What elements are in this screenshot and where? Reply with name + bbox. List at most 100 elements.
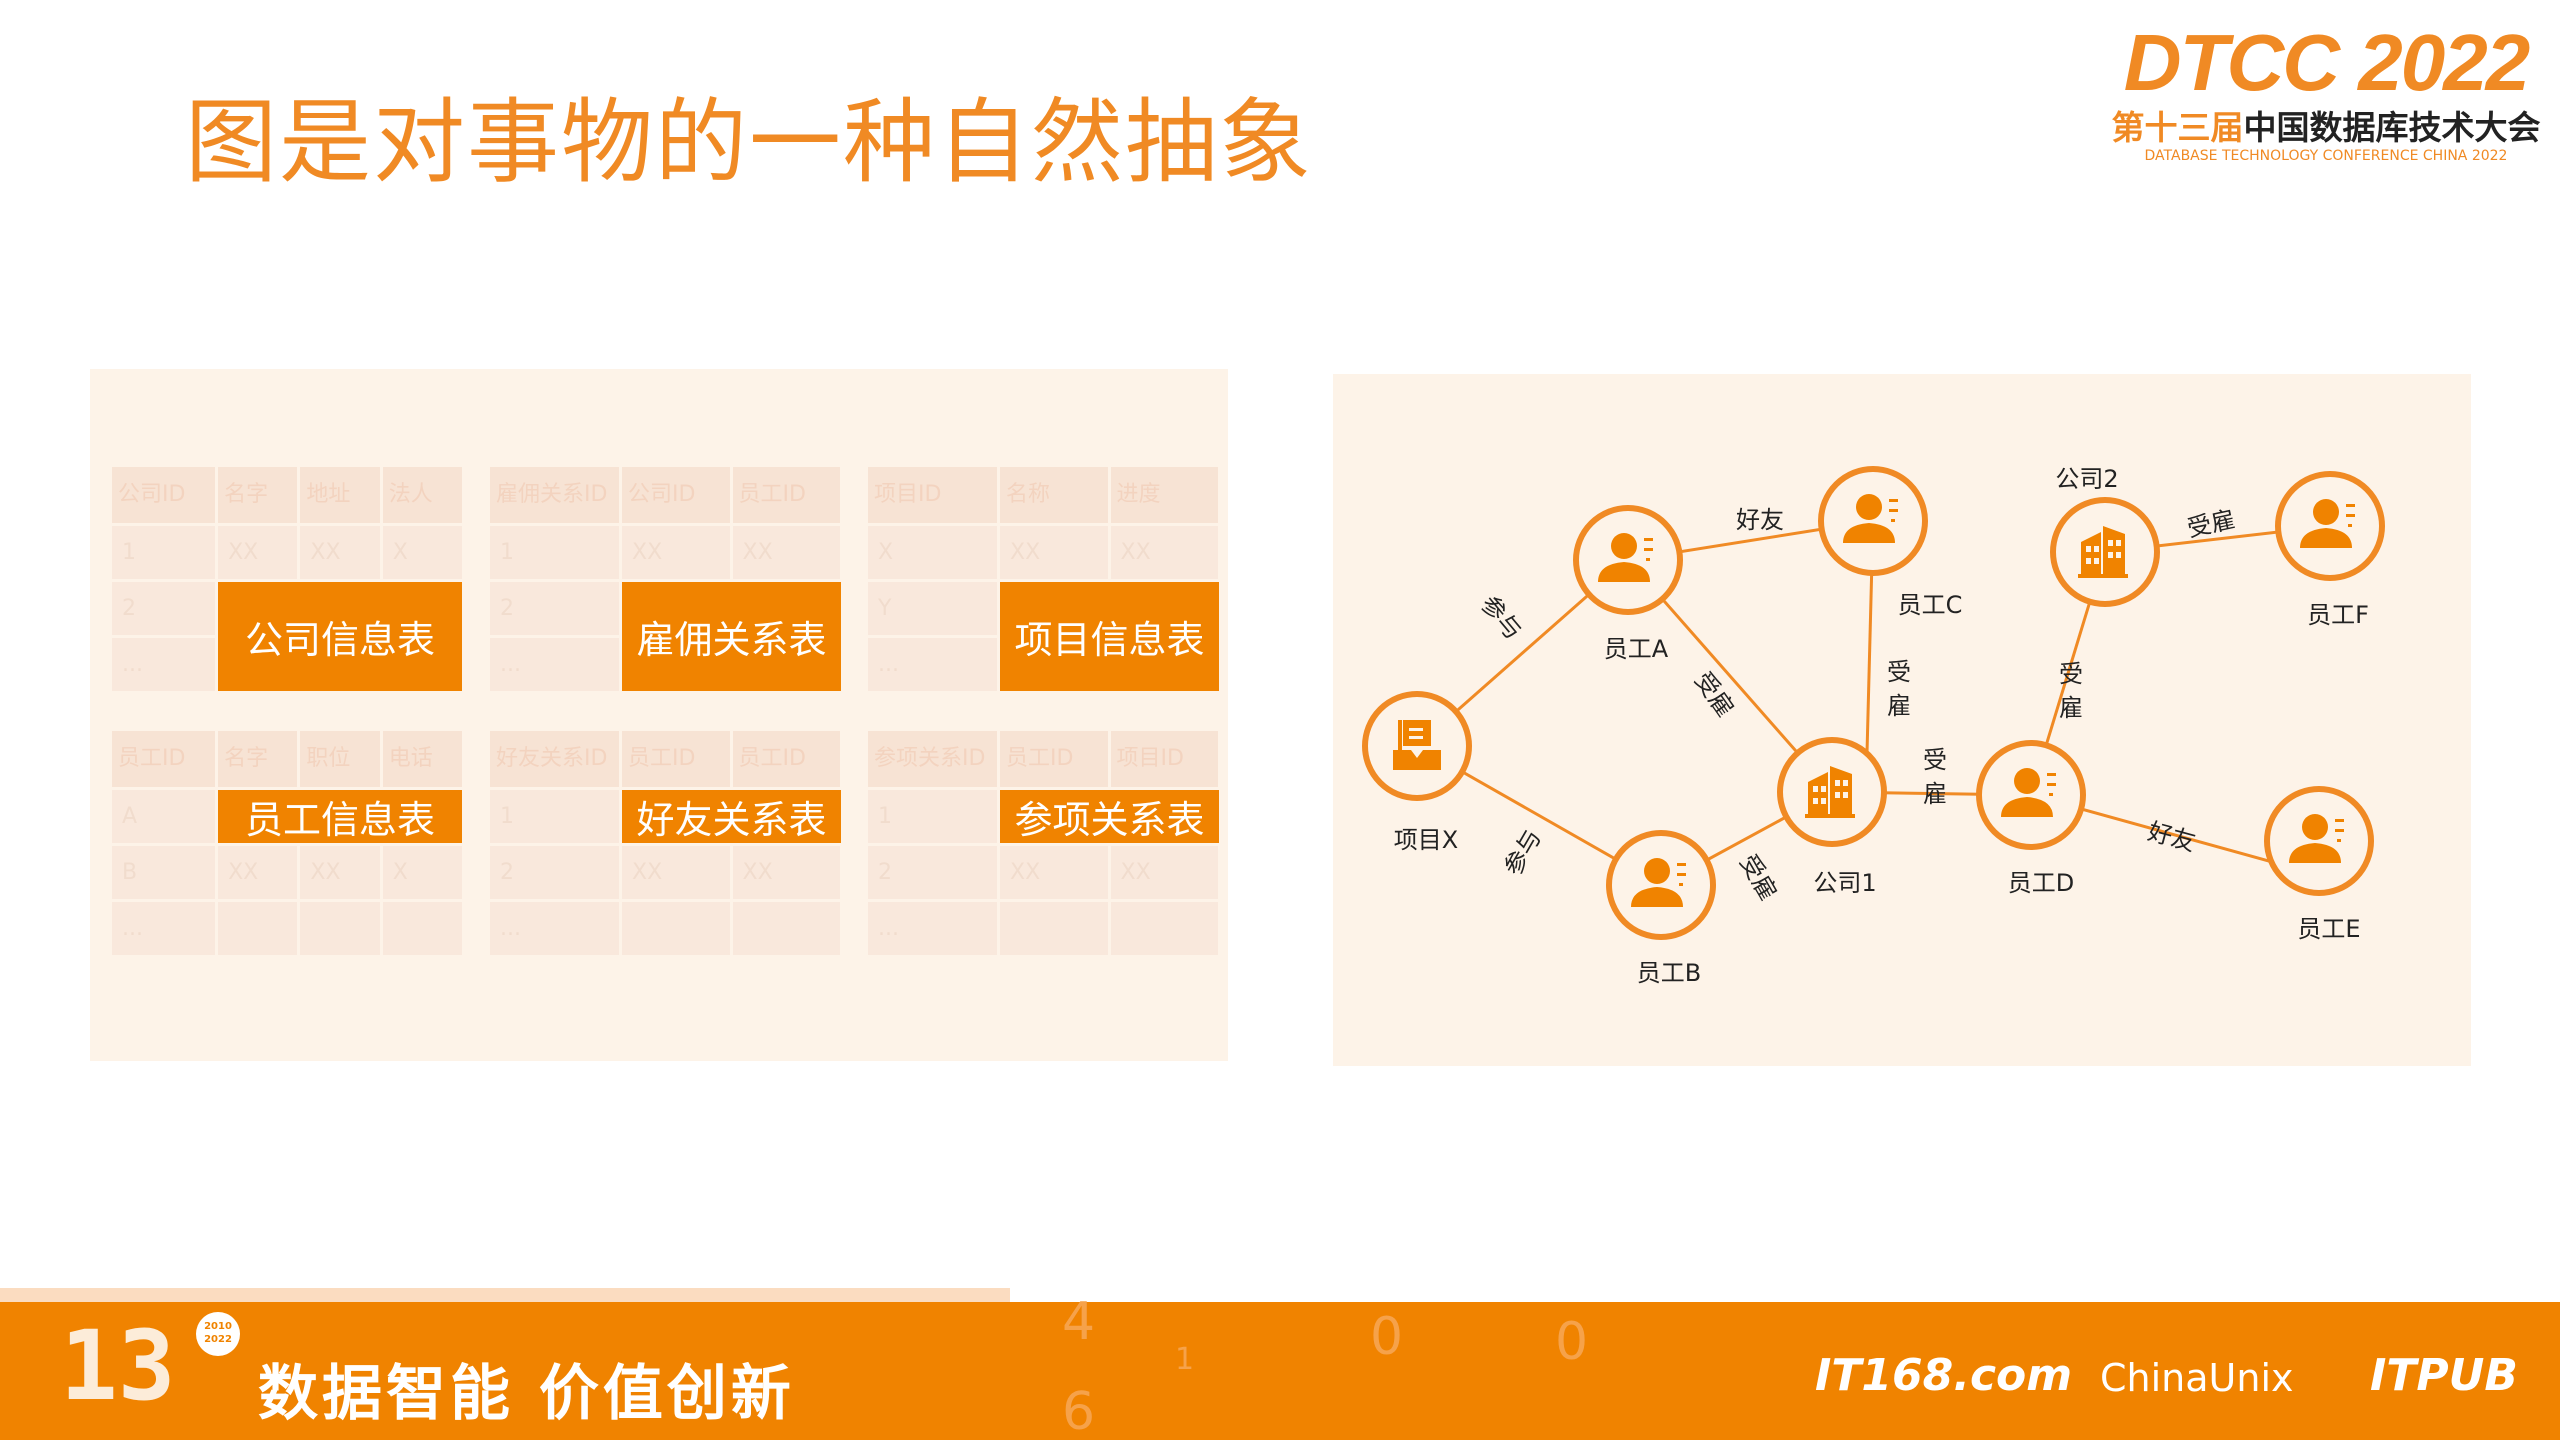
table-cell: X [382,526,462,579]
partner-logo-it168[interactable]: IT168.com [1815,1350,2073,1401]
table-header-cell: 员工ID [732,731,840,787]
table-cell: ... [868,638,997,691]
edge-label: 雇 [2059,694,2083,722]
edge-label: 受 [1923,746,1947,774]
table-cell: XX [300,846,380,899]
edge-label: 受雇 [1734,850,1782,906]
table-cell: Y [868,582,997,635]
table-cell: XX [218,846,298,899]
table-cell: XX [1000,846,1108,899]
node-label: 员工A [1604,635,1669,663]
node-empD[interactable] [1976,740,2086,850]
page-title: 图是对事物的一种自然抽象 [185,89,1314,196]
table-header-cell: 进度 [1110,467,1218,523]
table-cell: ... [112,902,216,955]
table-header-cell: 地址 [300,467,380,523]
table-cell: XX [732,846,840,899]
table-cell: 2 [112,582,216,635]
node-label: 公司1 [1813,869,1876,897]
node-label: 员工D [2008,869,2074,897]
edge-label: 参与 [1499,825,1547,881]
table-cell: 1 [490,790,619,843]
table-cell: XX [218,526,298,579]
table-cell: ... [868,902,997,955]
footer-slogan: 数据智能 价值创新 [258,1359,795,1429]
node-empB[interactable] [1606,830,1716,940]
13th-badge: 13 [60,1310,176,1422]
table-header-cell: 项目ID [1110,731,1218,787]
edge-label: 参与 [1475,590,1527,645]
table-cell: 1 [490,526,619,579]
table-label: 参项关系表 [1000,790,1219,843]
table-header-cell: 名字 [218,467,298,523]
node-empE[interactable] [2264,786,2374,896]
table-cell [622,902,730,955]
table-header-cell: 职位 [300,731,380,787]
table-cell: 2 [490,582,619,635]
table-label: 雇佣关系表 [622,582,841,691]
footer-band [0,1288,1010,1302]
table-header-cell: 公司ID [622,467,730,523]
table-label: 项目信息表 [1000,582,1219,691]
node-label: 项目X [1394,826,1458,854]
table-label: 员工信息表 [218,790,462,843]
table-cell: B [112,846,216,899]
partner-logo-chinaunix[interactable]: ChinaUnix [2100,1356,2294,1400]
table-cell: A [112,790,216,843]
table-header-cell: 员工ID [732,467,840,523]
node-label: 员工C [1898,591,1963,619]
table-cell: 2 [490,846,619,899]
node-label: 员工B [1637,959,1701,987]
partner-logo-itpub[interactable]: ITPUB [2370,1350,2518,1401]
table-cell: XX [622,526,730,579]
years-badge: 2010 2022 [196,1312,240,1356]
table-cell [382,902,462,955]
table-cell: XX [622,846,730,899]
table-cell [1000,902,1108,955]
logo-conference: 中国数据库技术大会 [2243,108,2541,147]
node-label: 公司2 [2055,465,2118,493]
logo-en: DATABASE TECHNOLOGY CONFERENCE CHINA 202… [2144,148,2508,164]
table-header-cell: 名称 [1000,467,1108,523]
edge-label: 好友 [1736,506,1784,534]
table-cell [218,902,298,955]
table-cell: ... [112,638,216,691]
table-cell: 2 [868,846,997,899]
logo-main: DTCC 2022 [2123,18,2530,107]
node-empC[interactable] [1818,466,1928,576]
table-cell: XX [1110,846,1218,899]
table-header-cell: 公司ID [112,467,216,523]
table-cell: XX [732,526,840,579]
table-label: 好友关系表 [622,790,841,843]
edge-label: 受 [1887,658,1911,686]
table-cell [732,902,840,955]
logo-cn: 第十三届中国数据库技术大会 [2106,108,2546,148]
table-cell: 1 [868,790,997,843]
table-cell: X [868,526,997,579]
table-cell: XX [1110,526,1218,579]
edge-label: 受雇 [1689,667,1739,722]
edge-label: 受 [2059,660,2083,688]
table-cell [300,902,380,955]
table-header-cell: 名字 [218,731,298,787]
node-empF[interactable] [2275,471,2385,581]
table-cell: XX [300,526,380,579]
table-cell: ... [490,638,619,691]
table-header-cell: 好友关系ID [490,731,619,787]
table-cell: XX [1000,526,1108,579]
edge-label: 好友 [2145,817,2199,856]
logo-edition: 第十三届 [2111,108,2244,147]
table-cell: X [382,846,462,899]
table-cell: 1 [112,526,216,579]
node-empA[interactable] [1573,505,1683,615]
table-cell: ... [490,902,619,955]
table-header-cell: 参项关系ID [868,731,997,787]
table-header-cell: 项目ID [868,467,997,523]
node-label: 员工E [2297,915,2360,943]
table-header-cell: 法人 [382,467,462,523]
table-header-cell: 员工ID [622,731,730,787]
table-cell [1110,902,1218,955]
